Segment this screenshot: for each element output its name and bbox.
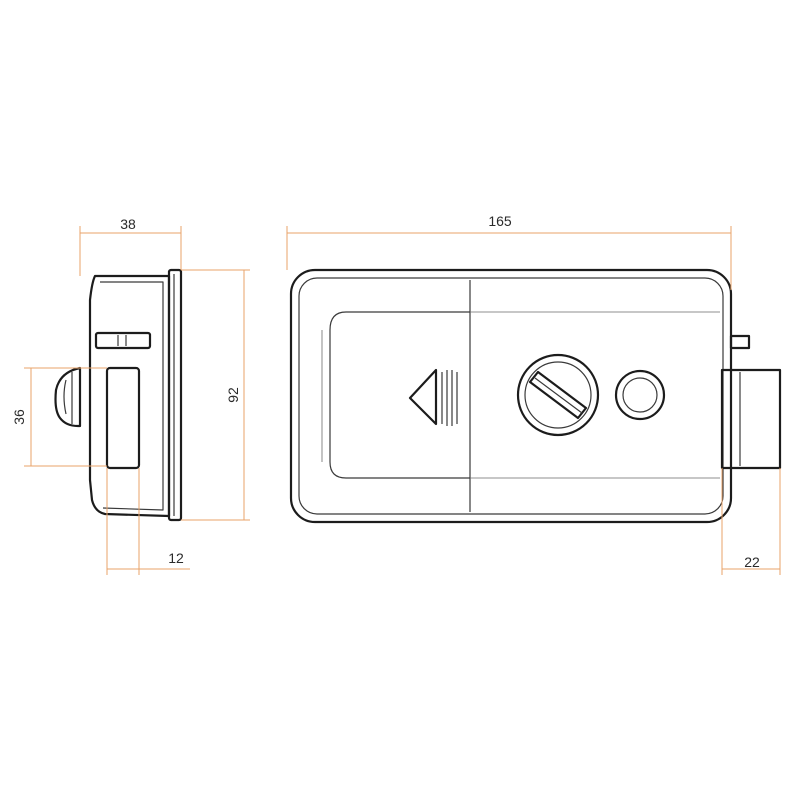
side-view-body-inner-edge: [100, 281, 164, 511]
dim-label-38: 38: [120, 216, 136, 232]
front-view-recessed-panel: [329, 311, 470, 479]
dim-label-165: 165: [488, 213, 512, 229]
latch-tab: [729, 334, 751, 350]
thumb-turn: [516, 353, 600, 437]
dim-label-92: 92: [225, 387, 241, 403]
side-view-body: [88, 274, 171, 518]
front-view: [289, 268, 782, 524]
side-view-mounting-plate: [167, 268, 183, 522]
front-view-housing: [289, 268, 733, 524]
dim-label-12: 12: [168, 550, 184, 566]
round-button: [614, 369, 666, 421]
side-view-slot: [94, 331, 152, 350]
side-view-window: [105, 366, 141, 470]
side-view: [54, 268, 183, 522]
bolt: [720, 368, 782, 470]
side-view-cylinder-knob: [54, 366, 82, 428]
front-view-housing-inner: [298, 277, 724, 515]
side-view-cylinder-detail: [63, 372, 73, 424]
arrow-icon: [408, 368, 438, 426]
dimension-lines: [24, 226, 781, 575]
dimension-labels: 38 165 92 36 12 22: [11, 213, 760, 570]
arrow-grip-lines: [441, 370, 458, 426]
dim-label-22: 22: [744, 554, 760, 570]
dim-label-36: 36: [11, 409, 27, 425]
